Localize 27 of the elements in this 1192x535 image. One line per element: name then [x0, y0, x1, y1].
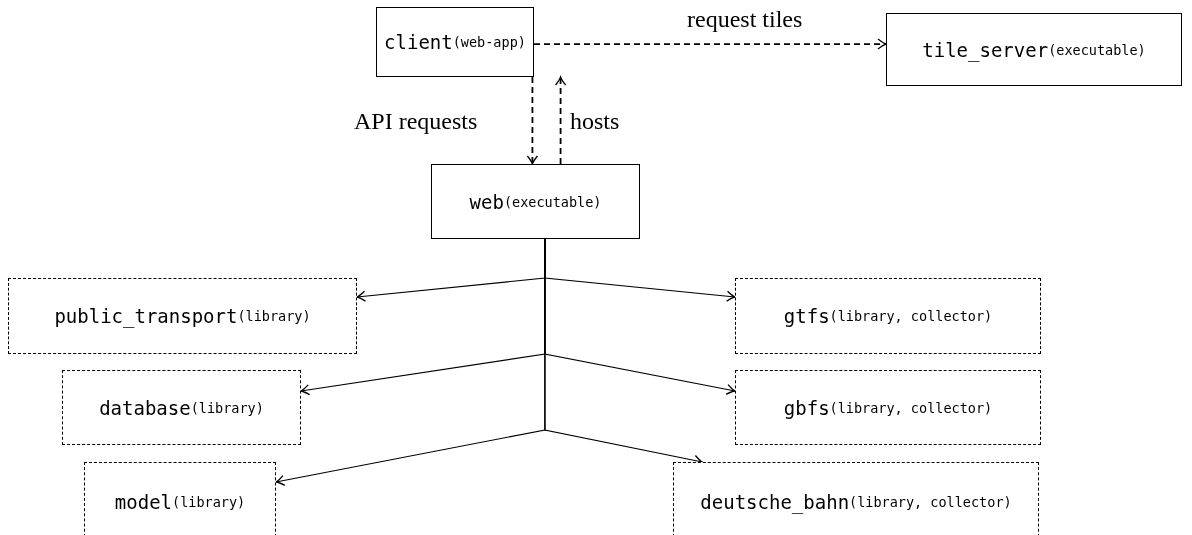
library-box: [8, 278, 357, 354]
component-name: gtfs: [783, 305, 830, 327]
component-name: public_transport: [54, 305, 238, 327]
library-box: [735, 278, 1041, 354]
component-type: (library): [190, 399, 264, 416]
process-box: [431, 164, 640, 239]
component-type: (library, collector): [849, 494, 1012, 510]
process-box: [376, 7, 534, 77]
process-box: [886, 13, 1182, 86]
component-type: (library): [237, 308, 311, 324]
component-type: (web-app): [452, 34, 526, 50]
component-name: model: [114, 491, 172, 513]
component-name: tile_server: [922, 38, 1049, 61]
component-name: gbfs: [783, 396, 830, 419]
component-name: database: [99, 396, 191, 419]
component-name: client: [384, 31, 453, 53]
component-name: deutsche_bahn: [700, 491, 850, 513]
library-box: [735, 370, 1041, 445]
component-type: (library, collector): [829, 308, 993, 324]
component-type: (executable): [503, 193, 602, 210]
component-type: (library): [172, 494, 246, 510]
component-name: web: [469, 190, 504, 213]
library-box: [62, 370, 301, 445]
library-box: [673, 462, 1039, 535]
component-type: (library, collector): [829, 399, 993, 416]
component-type: (executable): [1048, 41, 1146, 58]
library-box: [84, 462, 276, 535]
